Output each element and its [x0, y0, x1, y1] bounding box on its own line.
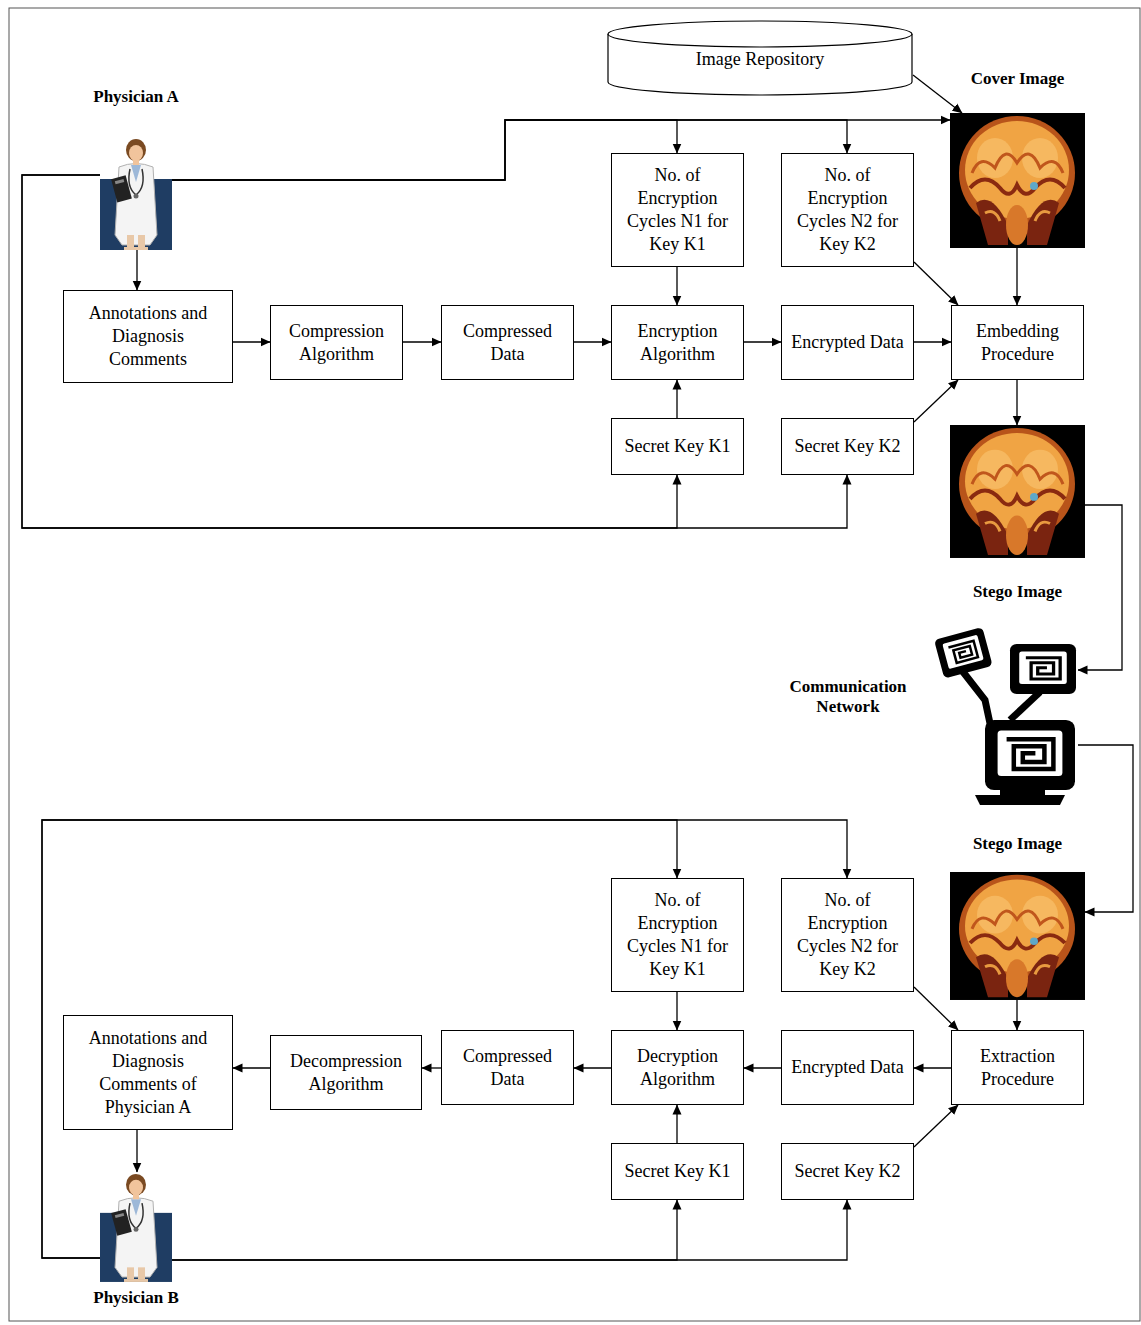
node-caption: Cover Image: [971, 69, 1065, 89]
node-caption: Physician B: [93, 1288, 179, 1308]
flow-arrow: [1016, 380, 1017, 425]
process-box: No. of Encryption Cycles N1 for Key K1: [611, 153, 744, 267]
image-node: Cover Image: [950, 113, 1085, 248]
flow-arrow: [1078, 505, 1122, 670]
flow-arrow: [676, 1105, 677, 1143]
box-label: Secret Key K1: [625, 435, 731, 458]
flow-arrow: [403, 341, 441, 342]
box-label: Encrypted Data: [791, 331, 903, 354]
mri-image: [950, 425, 1085, 558]
box-label: Annotations and Diagnosis Comments of Ph…: [73, 1027, 223, 1119]
mri-image: [950, 872, 1085, 1000]
box-label: Annotations and Diagnosis Comments: [73, 302, 223, 371]
flow-arrow: [744, 341, 781, 342]
process-box: Secret Key K2: [781, 418, 914, 475]
figure-frame: [9, 8, 1140, 1321]
flow-arrow: [913, 75, 962, 113]
box-label: No. of Encryption Cycles N2 for Key K2: [791, 164, 904, 256]
box-label: Decryption Algorithm: [621, 1045, 734, 1091]
doctor-icon: [100, 139, 172, 250]
flow-arrow: [172, 120, 847, 180]
box-label: Secret Key K2: [795, 435, 901, 458]
flow-arrow: [22, 175, 677, 528]
process-box: No. of Encryption Cycles N2 for Key K2: [781, 153, 914, 267]
process-box: Extraction Procedure: [951, 1030, 1084, 1105]
flow-arrow: [172, 120, 677, 180]
flow-arrow: [1078, 745, 1133, 912]
process-box: Secret Key K1: [611, 418, 744, 475]
process-box: Embedding Procedure: [951, 305, 1084, 380]
repository-cylinder: Image Repository: [607, 20, 913, 96]
mri-image: [950, 113, 1085, 248]
flow-arrow: [172, 1200, 847, 1260]
doctor-icon: [100, 1174, 172, 1282]
box-label: No. of Encryption Cycles N2 for Key K2: [791, 889, 904, 981]
process-box: No. of Encryption Cycles N1 for Key K1: [611, 878, 744, 992]
node-caption: Communication Network: [778, 677, 918, 717]
flow-arrow: [914, 262, 958, 305]
box-label: No. of Encryption Cycles N1 for Key K1: [621, 164, 734, 256]
flow-arrow: [574, 1067, 611, 1068]
flow-arrow: [136, 1130, 137, 1172]
box-label: Secret Key K2: [795, 1160, 901, 1183]
box-label: Decompression Algorithm: [280, 1050, 412, 1096]
box-label: Compression Algorithm: [280, 320, 393, 366]
box-label: Encryption Algorithm: [621, 320, 734, 366]
image-node: Stego Image: [950, 425, 1085, 558]
process-box: Annotations and Diagnosis Comments: [63, 290, 233, 383]
box-label: No. of Encryption Cycles N1 for Key K1: [621, 889, 734, 981]
flow-arrow: [914, 987, 958, 1030]
box-label: Compressed Data: [451, 320, 564, 366]
network-icon: [934, 627, 1076, 805]
flow-arrow: [744, 1067, 781, 1068]
flow-arrow: [233, 1067, 270, 1068]
process-box: Secret Key K1: [611, 1143, 744, 1200]
flow-arrow: [233, 341, 270, 342]
flow-arrow: [42, 820, 847, 1258]
process-box: Compressed Data: [441, 305, 574, 380]
box-label: Embedding Procedure: [961, 320, 1074, 366]
flow-arrow: [676, 992, 677, 1030]
flow-arrow: [136, 250, 137, 290]
node-caption: Stego Image: [973, 582, 1062, 602]
process-box: No. of Encryption Cycles N2 for Key K2: [781, 878, 914, 992]
flow-arrow: [914, 1067, 951, 1068]
node-caption: Stego Image: [973, 834, 1062, 854]
process-box: Decompression Algorithm: [270, 1035, 422, 1110]
process-box: Decryption Algorithm: [611, 1030, 744, 1105]
node-caption: Physician A: [93, 87, 179, 107]
process-box: Annotations and Diagnosis Comments of Ph…: [63, 1015, 233, 1130]
box-label: Encrypted Data: [791, 1056, 903, 1079]
process-box: Encrypted Data: [781, 305, 914, 380]
process-box: Compressed Data: [441, 1030, 574, 1105]
box-label: Compressed Data: [451, 1045, 564, 1091]
flow-arrow: [676, 380, 677, 418]
flow-arrow: [574, 341, 611, 342]
flow-arrow: [1016, 1000, 1017, 1030]
flow-arrow: [42, 820, 677, 1258]
repository-label: Image Repository: [607, 20, 913, 70]
flow-arrow: [914, 341, 951, 342]
flow-arrow: [914, 380, 958, 422]
physician-node: Physician A: [100, 137, 172, 250]
flow-arrow: [1016, 248, 1017, 305]
flow-arrow: [422, 1067, 441, 1068]
image-node: Stego Image: [950, 872, 1085, 1000]
flow-arrow: [914, 1105, 958, 1147]
box-label: Secret Key K1: [625, 1160, 731, 1183]
physician-node: Physician B: [100, 1172, 172, 1282]
box-label: Extraction Procedure: [961, 1045, 1074, 1091]
flow-arrow: [172, 1200, 677, 1260]
process-box: Encrypted Data: [781, 1030, 914, 1105]
process-box: Secret Key K2: [781, 1143, 914, 1200]
network-node: Communication Network: [930, 625, 1078, 805]
process-box: Compression Algorithm: [270, 305, 403, 380]
flow-arrow: [676, 267, 677, 305]
process-box: Encryption Algorithm: [611, 305, 744, 380]
